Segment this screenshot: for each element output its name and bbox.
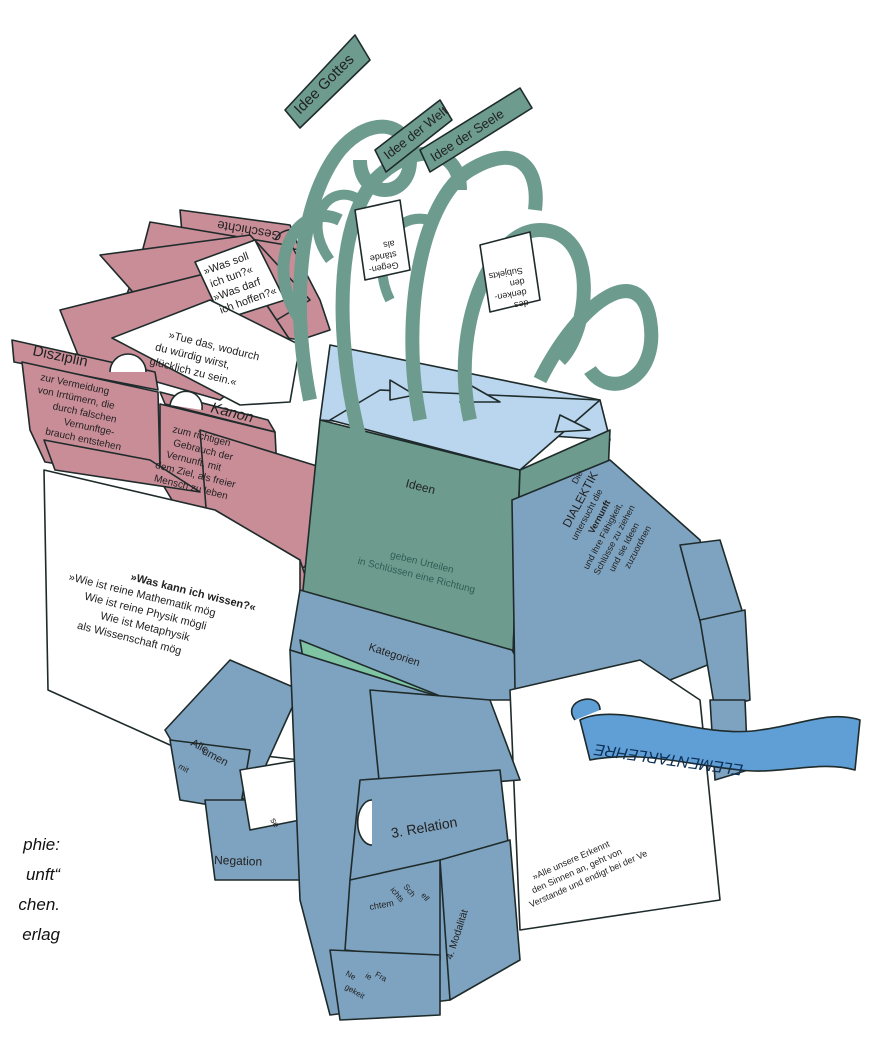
ribbon-5 (540, 291, 651, 384)
caption-line-0: phie: (0, 830, 60, 860)
idee-gottes-label: Idee Gottes (291, 51, 358, 118)
gegen-line-2: als (382, 238, 396, 250)
right-drawer-2 (700, 610, 750, 710)
negation-label: Negation (214, 853, 263, 869)
caption: phie: unft“ chen. erlag (0, 830, 60, 950)
caption-line-1: unft“ (0, 860, 60, 890)
caption-line-2: chen. (0, 890, 60, 920)
caption-line-3: erlag (0, 920, 60, 950)
modalitaet-side (440, 840, 520, 1000)
